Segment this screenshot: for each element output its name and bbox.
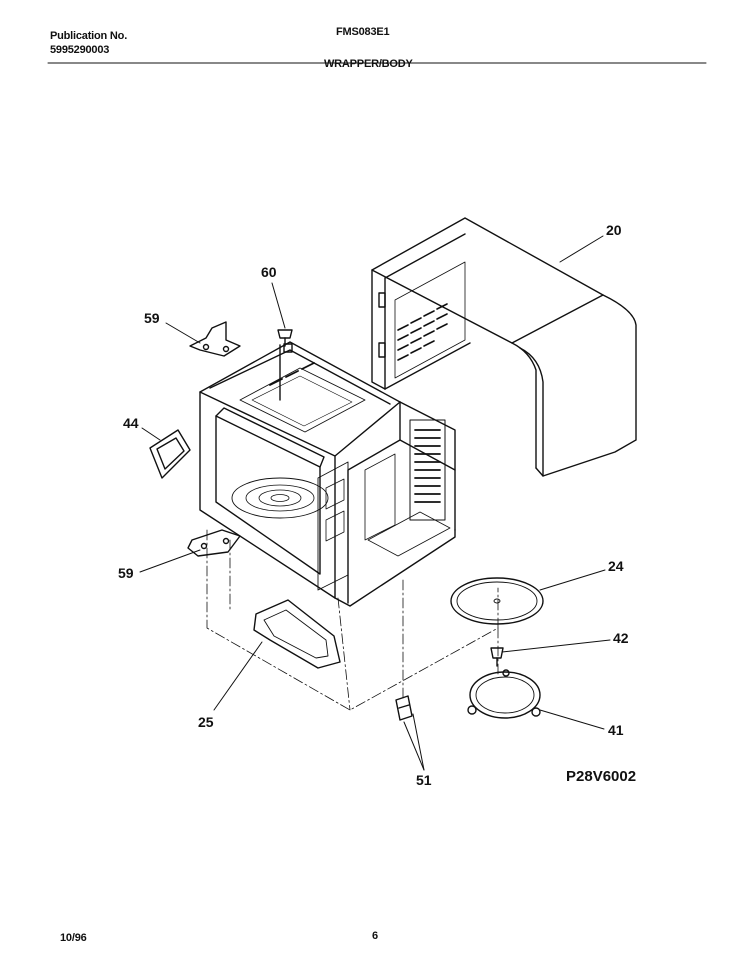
part-41-roller-ring (467, 669, 541, 719)
leader-51-b (412, 713, 425, 771)
callout-20: 20 (606, 222, 622, 238)
publication-number: 5995290003 (50, 44, 110, 56)
part-59-bottom-hinge (187, 529, 241, 557)
callout-51: 51 (416, 772, 432, 788)
callout-59-top: 59 (144, 310, 160, 326)
leader-24 (539, 569, 606, 591)
callout-24: 24 (608, 558, 624, 574)
oven-body-chassis (199, 341, 456, 607)
assembly-guide-lines (206, 529, 499, 711)
publication-label: Publication No. (50, 30, 128, 42)
leader-44 (141, 427, 161, 441)
leader-59-top (165, 322, 201, 344)
part-51-clip (395, 695, 413, 721)
callout-41: 41 (608, 722, 624, 738)
part-44-frame (149, 429, 191, 479)
leader-51-a (403, 721, 425, 771)
leader-41 (539, 709, 605, 730)
part-42-coupler (490, 647, 504, 667)
leader-25 (213, 641, 263, 711)
part-25-tray (253, 599, 341, 669)
leader-20 (559, 235, 604, 263)
model-number: FMS083E1 (336, 26, 390, 38)
footer-date: 10/96 (60, 932, 87, 944)
callout-44: 44 (123, 415, 139, 431)
part-24-turntable-tray (450, 577, 544, 625)
part-59-top-hinge (189, 321, 241, 357)
leader-lines (139, 235, 611, 771)
figure-code: P28V6002 (566, 768, 637, 785)
leader-60 (271, 282, 286, 329)
section-title: WRAPPER/BODY (324, 58, 413, 70)
leader-59-bottom (139, 549, 201, 573)
callout-59-bottom: 59 (118, 565, 134, 581)
part-60-fastener (277, 329, 293, 347)
page-number: 6 (372, 930, 378, 942)
leader-42 (501, 639, 611, 653)
callout-60: 60 (261, 264, 277, 280)
part-20-outer-wrapper (371, 217, 637, 477)
callout-25: 25 (198, 714, 214, 730)
callout-42: 42 (613, 630, 629, 646)
